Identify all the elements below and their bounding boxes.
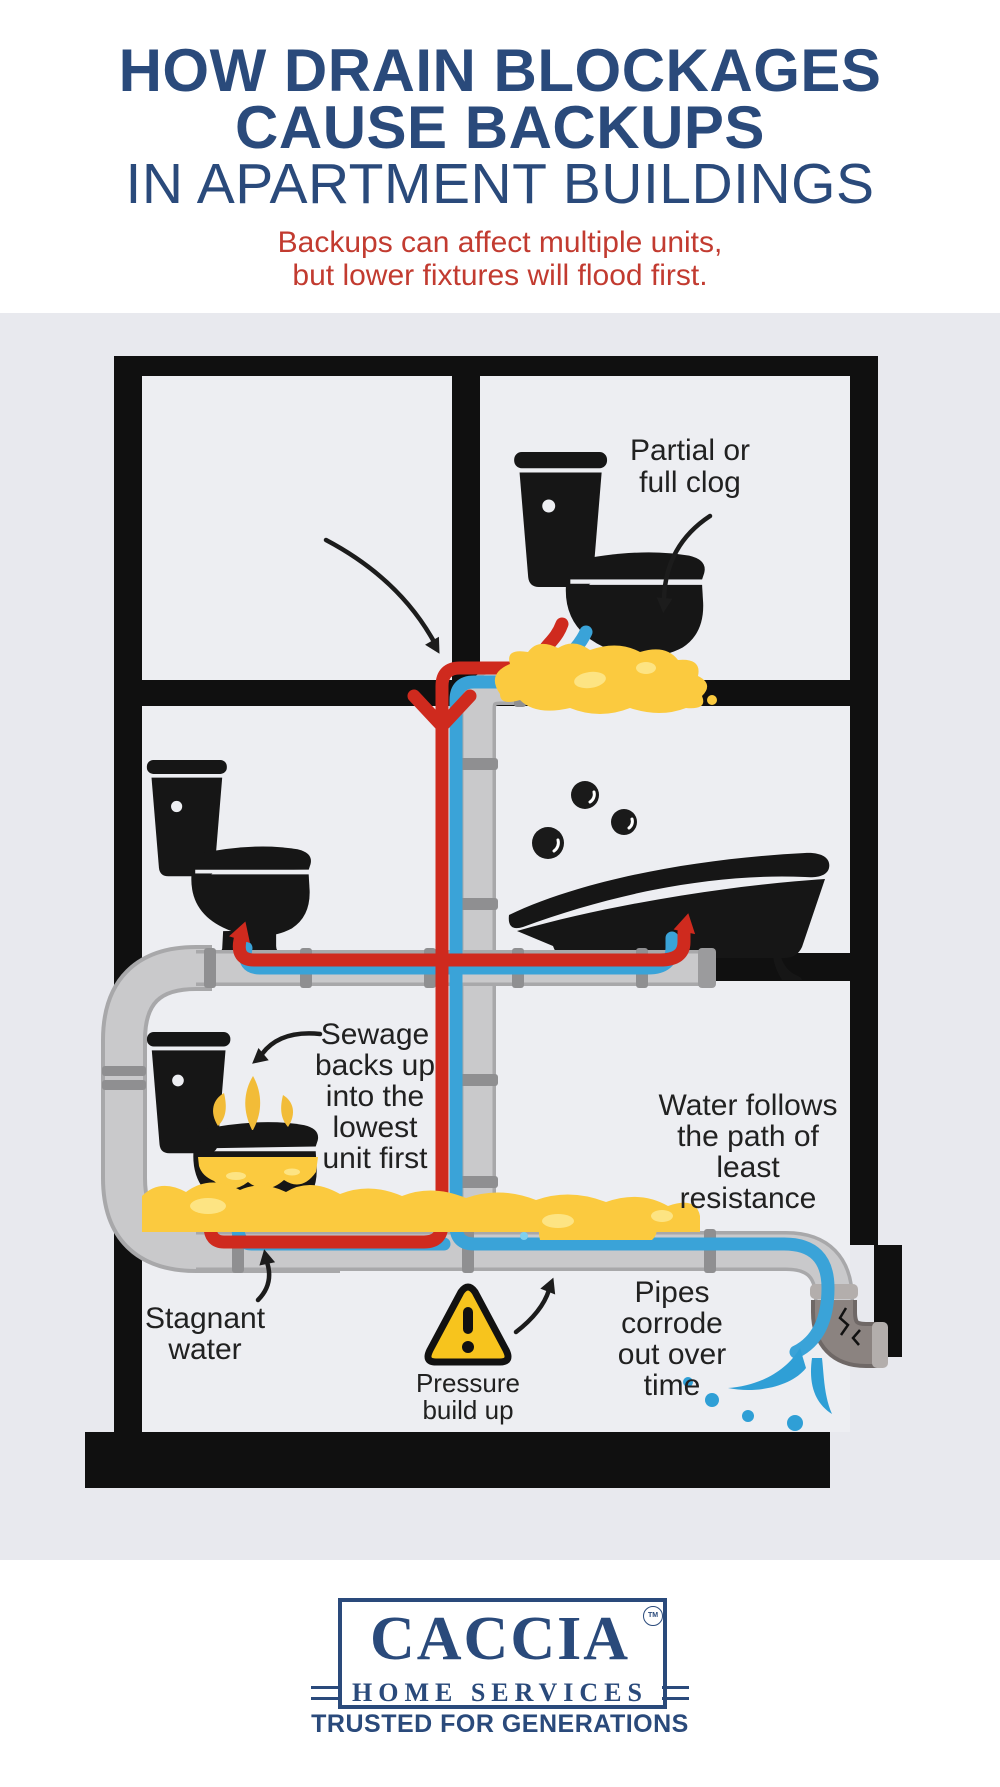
label-water-path: the path of [677,1120,819,1153]
arrow-sewage-backup [259,1031,323,1057]
subtitle-line-2: but lower fixtures will flood first. [292,259,708,292]
pressure-warning-icon [424,1283,512,1366]
label-stagnant-water: water [167,1333,241,1366]
toilet-middle-floor [146,760,311,954]
label-pipes-corrode: Pipes [634,1276,709,1309]
label-sewage-backup: into the [326,1080,424,1113]
arrow-stagnant-water [255,1259,272,1303]
label-pipes-corrode: time [644,1369,701,1402]
double-rule-left [311,1686,339,1700]
logo-subbrand-row: HOME SERVICES [0,1678,1000,1708]
label-pipes-corrode: corrode [621,1307,723,1340]
foundation-base [85,1432,830,1488]
sewage-flood-lowest-floor [142,1182,700,1240]
title-line-2: CAUSE BACKUPS [235,94,765,161]
title-block: HOW DRAIN BLOCKAGES CAUSE BACKUPS IN APA… [0,37,1000,216]
label-water-path: least [716,1151,780,1184]
top-floor-divider-wall [452,376,480,680]
right-wall [850,356,878,1245]
annotation-arrowheads [252,597,673,1295]
logo-tagline: TRUSTED FOR GENERATIONS [311,1710,689,1738]
soap-bubbles [532,781,637,859]
label-sewage-backup: Sewage [321,1018,429,1051]
subtitle: Backups can affect multiple units, but l… [0,226,1000,292]
double-rule-right [661,1686,689,1700]
label-sewage-backup: unit first [322,1142,428,1175]
label-partial-clog: full clog [639,466,741,499]
arrow-pressure [513,1287,552,1335]
label-water-path: Water follows [659,1089,838,1122]
label-stagnant-water: Stagnant [145,1302,266,1335]
toilet-overflow-sewage [198,1076,318,1189]
water-spray [683,1348,832,1431]
label-pipes-corrode: out over [618,1338,726,1371]
title-line-3: IN APARTMENT BUILDINGS [125,152,875,216]
logo-frame [338,1598,667,1709]
left-drain-pipe [101,945,340,1273]
logo-subbrand: HOME SERVICES [352,1678,648,1707]
annotation-arrows [255,513,713,1335]
subtitle-line-1: Backups can affect multiple units, [277,226,723,259]
arrow-partial-clog [661,513,713,601]
label-pressure: build up [422,1395,513,1425]
label-sewage-backup: backs up [315,1049,435,1082]
pipe-end-cap [698,948,716,988]
trademark-icon: TM [643,1606,663,1626]
left-wall [114,356,142,1432]
roof-slab [114,356,878,376]
logo-brand: CACCIA [370,1605,630,1673]
title-line-1: HOW DRAIN BLOCKAGES [118,37,882,104]
arrow-to-stack [323,537,436,643]
drip-droplet [520,1232,528,1240]
sewage-spill-top-floor [494,643,717,714]
label-sewage-backup: lowest [332,1111,418,1144]
label-water-path: resistance [680,1182,817,1215]
diagram-labels: Partial or full clog Sewage backs up int… [145,434,838,1425]
label-pressure: Pressure [416,1368,520,1398]
label-partial-clog: Partial or [630,434,750,467]
